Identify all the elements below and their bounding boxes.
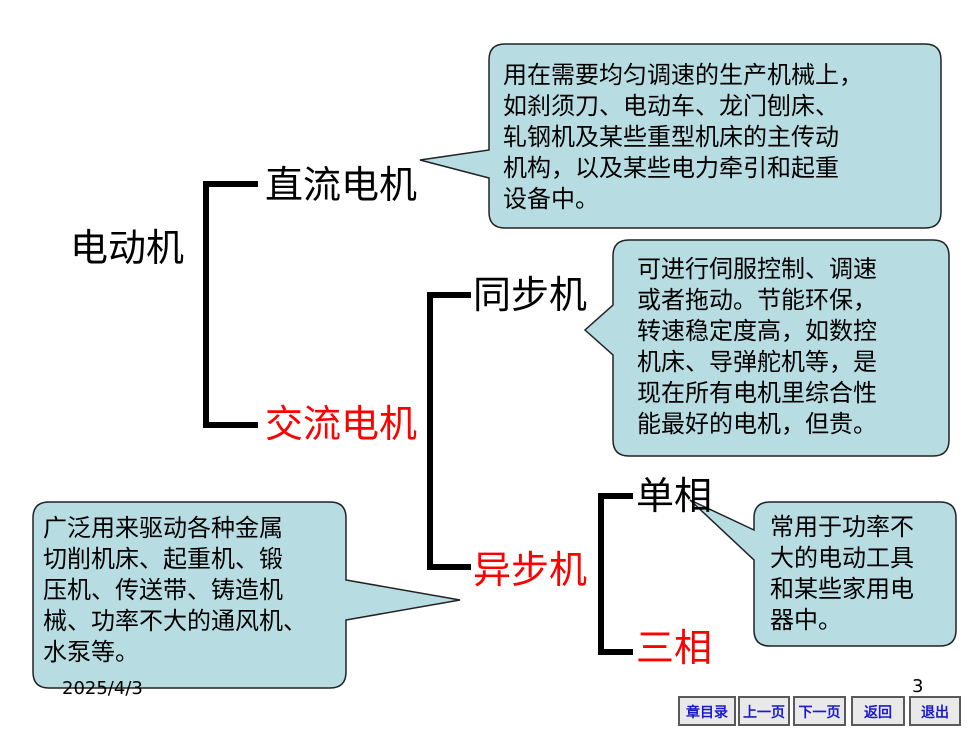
callout-single-bubble [689, 499, 957, 647]
nav-exit-button[interactable]: 退出 [909, 696, 961, 726]
callout-dc-bubble [419, 43, 942, 229]
callout-sync-text: 可进行伺服控制、调速 或者拖动。节能环保， 转速稳定度高，如数控 机床、导弹舵机… [637, 254, 877, 440]
bracket-async-bottom [598, 649, 633, 655]
callout-line: 器中。 [770, 606, 842, 634]
bracket-async-top [598, 493, 633, 499]
node-sync-motor: 同步机 [473, 273, 588, 317]
callout-line: 常用于功率不 [770, 513, 914, 541]
callout-line: 可进行伺服控制、调速 [637, 255, 877, 283]
callout-line: 设备中。 [503, 185, 599, 213]
callout-line: 用在需要均匀调速的生产机械上， [503, 61, 863, 89]
node-async-motor: 异步机 [473, 548, 588, 592]
slide-date: 2025/4/3 [62, 678, 143, 699]
callout-line: 轧钢机及某些重型机床的主传动 [503, 123, 839, 151]
bracket-root-top [203, 181, 258, 187]
callout-line: 转速稳定度高，如数控 [637, 317, 877, 345]
slide-page-number: 3 [912, 676, 924, 697]
bracket-ac-bottom [427, 564, 471, 570]
callout-line: 现在所有电机里综合性 [637, 379, 877, 407]
callout-line: 或者拖动。节能环保， [637, 286, 877, 314]
callout-line: 压机、传送带、铸造机 [43, 576, 283, 604]
callout-async-bubble [32, 501, 461, 689]
callout-line: 能最好的电机，但贵。 [637, 410, 877, 438]
node-three-phase: 三相 [636, 626, 713, 670]
callout-line: 和某些家用电 [770, 575, 914, 603]
node-root: 电动机 [70, 226, 185, 270]
node-dc-motor: 直流电机 [265, 163, 418, 207]
nav-toc-button[interactable]: 章目录 [678, 696, 736, 726]
callout-async-text: 广泛用来驱动各种金属 切削机床、起重机、锻 压机、传送带、铸造机 械、功率不大的… [43, 513, 307, 668]
callout-line: 水泵等。 [43, 638, 139, 666]
callout-single-text: 常用于功率不 大的电动工具 和某些家用电 器中。 [770, 512, 914, 636]
bracket-root-vertical [203, 181, 209, 428]
callout-line: 如刹须刀、电动车、龙门刨床、 [503, 92, 839, 120]
callout-dc-text: 用在需要均匀调速的生产机械上， 如刹须刀、电动车、龙门刨床、 轧钢机及某些重型机… [503, 60, 863, 215]
bracket-root-bottom [203, 422, 258, 428]
callout-line: 机构，以及某些电力牵引和起重 [503, 154, 839, 182]
callout-line: 大的电动工具 [770, 544, 914, 572]
callout-line: 械、功率不大的通风机、 [43, 607, 307, 635]
callout-line: 广泛用来驱动各种金属 [43, 514, 283, 542]
bracket-ac-vertical [427, 292, 433, 570]
bracket-async-vertical [598, 493, 604, 655]
bracket-ac-top [427, 292, 471, 298]
node-single-phase: 单相 [636, 474, 713, 518]
nav-next-button[interactable]: 下一页 [793, 696, 846, 726]
node-ac-motor: 交流电机 [265, 402, 418, 446]
callout-line: 切削机床、起重机、锻 [43, 545, 283, 573]
callout-sync-bubble [583, 239, 950, 457]
nav-prev-button[interactable]: 上一页 [738, 696, 790, 726]
callout-line: 机床、导弹舵机等，是 [637, 348, 877, 376]
nav-back-button[interactable]: 返回 [851, 696, 905, 726]
